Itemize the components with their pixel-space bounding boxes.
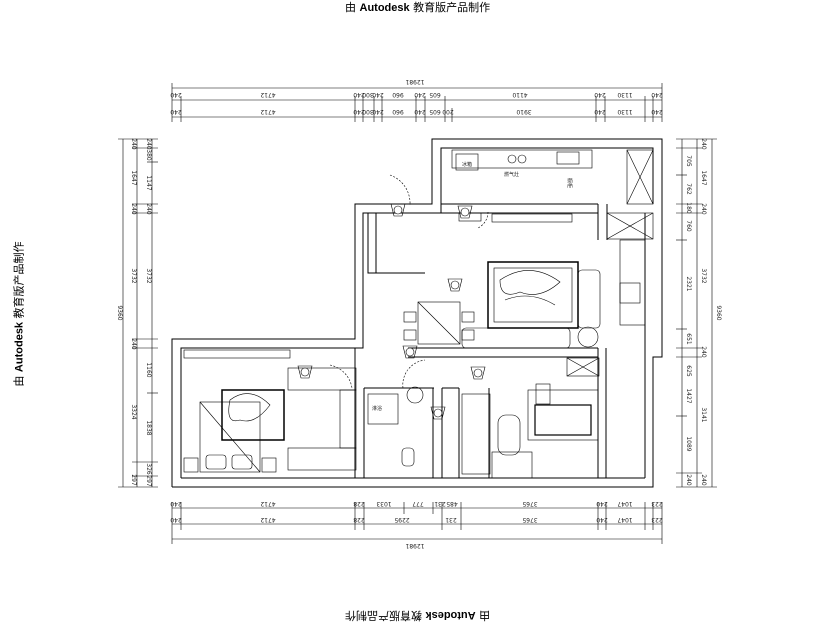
right-outer-dim: 240	[700, 138, 707, 150]
top-row2-dim: 960	[392, 108, 404, 115]
top-row1-dim: 240	[651, 91, 663, 98]
right-outer-dim: 240	[700, 474, 707, 486]
right-inner-dim: 705	[685, 155, 692, 167]
right-outer-dim: 240	[700, 346, 707, 358]
fridge-label: 冰箱	[462, 161, 472, 168]
bottom-row1-dim: 1047	[617, 500, 632, 507]
top-row2-dim: 200	[442, 108, 454, 115]
top-row1-dim: 240	[353, 91, 365, 98]
left-outer-dim: 240	[130, 138, 137, 150]
top-row1-dim: 240	[372, 91, 384, 98]
left-inner-dim: 240	[145, 138, 152, 150]
left-inner-dim: 240	[145, 203, 152, 215]
left-outer-dim: 240	[130, 338, 137, 350]
top-row2-dim: 240	[372, 108, 384, 115]
left-inner-dim: 380	[145, 149, 152, 161]
left-inner-dim: 1147	[145, 175, 152, 190]
bottom-row2-dim: 240	[596, 516, 608, 523]
bottom-row2-dim: 4712	[260, 516, 275, 523]
bottom-row2-dim: 228	[353, 516, 365, 523]
right-inner-dim: 1427	[685, 388, 692, 403]
bottom-row1-dim: 485	[446, 500, 458, 507]
right-dimension-lines	[676, 138, 717, 488]
bottom-row1-dim: 223	[651, 500, 663, 507]
people-figures	[297, 203, 486, 420]
top-row2-dim: 240	[353, 108, 365, 115]
bottom-row2-dim: 1047	[617, 516, 632, 523]
right-inner-dim: 2321	[685, 276, 692, 291]
top-row2-dim: 240	[170, 108, 182, 115]
bath-label: 淋浴	[372, 405, 382, 412]
bottom-row2-dim: 231	[445, 516, 457, 523]
bottom-row1-dim: 228	[353, 500, 365, 507]
stove-label: 燃气灶	[504, 171, 519, 178]
top-row2-dim: 240	[414, 108, 426, 115]
right-inner-dim: 625	[685, 365, 692, 377]
right-overall-dim: 9360	[715, 305, 722, 320]
furniture	[183, 149, 654, 479]
bottom-row1-dim: 240	[170, 500, 182, 507]
top-row1-dim: 605	[429, 91, 441, 98]
top-row2-dim: 1130	[617, 108, 632, 115]
left-outer-dim: 1647	[130, 170, 137, 185]
top-dimension-lines	[171, 83, 663, 122]
bottom-row2-dim: 223	[651, 516, 663, 523]
right-inner-dim: 762	[685, 183, 692, 195]
bottom-row1-dim: 777	[412, 500, 424, 507]
bottom-row1-dim: 4712	[260, 500, 275, 507]
right-inner-dim: 1089	[685, 436, 692, 451]
watermark-left: 由 Autodesk 教育版产品制作	[12, 241, 26, 387]
door-swings	[329, 174, 489, 389]
bottom-row2-dim: 240	[170, 516, 182, 523]
bottom-dimension-lines	[171, 502, 663, 544]
top-row1-dim: 4110	[512, 91, 527, 98]
left-inner-dim: 1838	[145, 420, 152, 435]
right-inner-dim: 760	[685, 220, 692, 232]
left-outer-dim: 3324	[130, 404, 137, 419]
bottom-row2-dim: 3765	[522, 516, 537, 523]
bottom-row2-dim: 2295	[394, 516, 409, 523]
left-inner-dim: 297	[145, 475, 152, 487]
top-row2-dim: 240	[651, 108, 663, 115]
left-outer-dim: 297	[130, 474, 137, 486]
top-row1-dim: 300	[362, 91, 374, 98]
right-outer-dim: 3141	[700, 407, 707, 422]
watermark-top: 由 Autodesk 教育版产品制作	[345, 1, 491, 14]
top-overall-dim: 12981	[405, 78, 424, 85]
top-row2-dim: 3910	[516, 108, 531, 115]
left-outer-dim: 3732	[130, 268, 137, 283]
top-row2-dim: 240	[594, 108, 606, 115]
left-inner-dim: 3732	[145, 268, 152, 283]
bottom-row1-dim: 3765	[522, 500, 537, 507]
fixture-labels: 冰箱 燃气灶 橱柜 淋浴	[372, 161, 573, 412]
top-row2-dim: 4712	[260, 108, 275, 115]
left-inner-dim: 1160	[145, 362, 152, 377]
right-outer-dim: 1647	[700, 170, 707, 185]
top-row1-dim: 240	[414, 91, 426, 98]
left-outer-dim: 240	[130, 203, 137, 215]
top-row1-dim: 1130	[617, 91, 632, 98]
right-inner-dim: 240	[685, 474, 692, 486]
top-row1-dim: 4712	[260, 91, 275, 98]
bottom-row1-dim: 240	[596, 500, 608, 507]
bottom-row1-dim: 231	[434, 500, 446, 507]
right-inner-dim: 180	[685, 202, 692, 214]
watermark-bottom: 由 Autodesk 教育版产品制作	[345, 609, 491, 622]
right-inner-dim: 651	[685, 333, 692, 345]
dimension-labels: 12981 240 4712 240 300 240 960 240 605 4…	[116, 78, 722, 549]
top-row1-dim: 240	[594, 91, 606, 98]
top-row1-dim: 240	[170, 91, 182, 98]
bottom-row1-dim: 1033	[376, 500, 391, 507]
top-row2-dim: 300	[362, 108, 374, 115]
top-row2-dim: 605	[429, 108, 441, 115]
right-outer-dim: 3732	[700, 268, 707, 283]
cabinet-label: 橱柜	[566, 178, 573, 188]
left-inner-dim: 326	[145, 463, 152, 475]
left-overall-dim: 9360	[116, 305, 123, 320]
bottom-overall-dim: 12981	[405, 542, 424, 549]
left-dimension-lines	[118, 138, 158, 488]
top-row1-dim: 960	[392, 91, 404, 98]
right-outer-dim: 240	[700, 203, 707, 215]
